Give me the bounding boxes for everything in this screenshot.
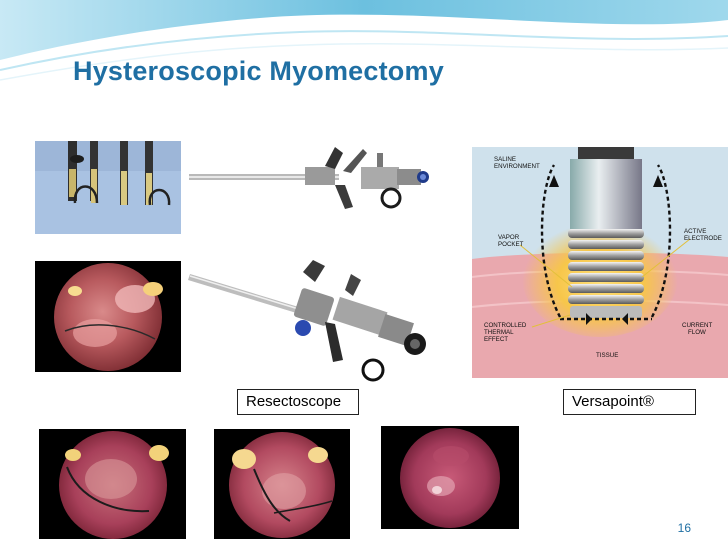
hysteroscopic-view-photo-4 (381, 426, 519, 529)
resectoscope-photo-bottom (185, 252, 440, 386)
label-active-1: ACTIVE (684, 228, 706, 235)
electrode-loops-photo (35, 141, 181, 234)
label-current-1: CURRENT (682, 322, 712, 329)
hysteroscopic-view-photo-2 (39, 429, 186, 539)
label-controlled-1: CONTROLLED (484, 322, 527, 329)
hysteroscopic-view-photo-3 (214, 429, 350, 539)
page-number: 16 (677, 521, 691, 535)
resectoscope-photo-top (185, 141, 440, 219)
label-active-2: ELECTRODE (684, 235, 722, 242)
label-saline-1: SALINE (494, 156, 516, 163)
label-tissue: TISSUE (596, 352, 618, 359)
label-saline-2: ENVIRONMENT (494, 163, 540, 170)
versapoint-electrode-diagram: SALINE ENVIRONMENT VAPOR POCKET ACTIVE E… (472, 147, 728, 378)
versapoint-caption: Versapoint® (563, 389, 696, 415)
resectoscope-caption: Resectoscope (237, 389, 359, 415)
label-controlled-3: EFFECT (484, 336, 508, 343)
hysteroscopic-view-photo-1 (35, 261, 181, 372)
label-vapor-2: POCKET (498, 241, 524, 248)
label-current-2: FLOW (688, 329, 706, 336)
label-controlled-2: THERMAL (484, 329, 514, 336)
header-wave-decoration (0, 0, 728, 81)
label-vapor-1: VAPOR (498, 234, 520, 241)
slide-title: Hysteroscopic Myomectomy (73, 56, 444, 86)
